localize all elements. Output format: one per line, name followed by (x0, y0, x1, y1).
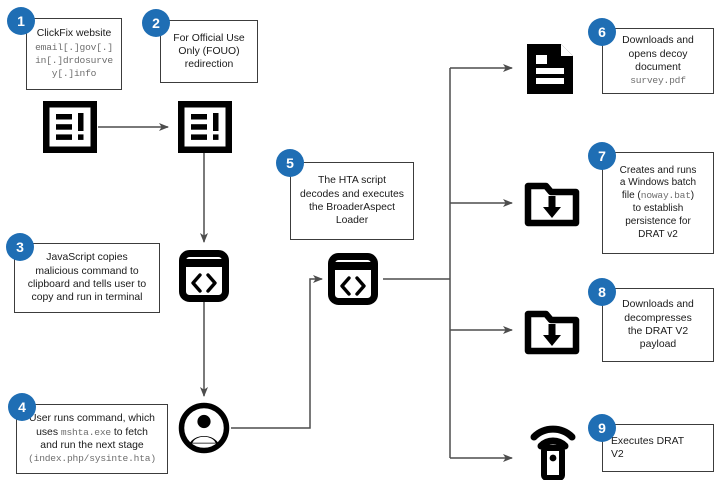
step-8-line-4: payload (639, 339, 677, 351)
step-3-badge: 3 (7, 234, 33, 260)
step-3-note: JavaScript copies malicious command to c… (14, 243, 160, 313)
code-icon-hta-loader (328, 253, 378, 305)
document-icon (521, 40, 579, 98)
step-7-badge: 7 (589, 143, 615, 169)
step-4-line-3: and run the next stage (40, 440, 144, 451)
folder-download-icon-batch (524, 177, 580, 229)
folder-download-icon-payload (524, 305, 580, 357)
step-2-badge: 2 (143, 10, 169, 36)
step-8-line-1: Downloads and (622, 299, 694, 311)
step-4-url-code: (index.php/sysinte.hta) (28, 453, 156, 465)
step-3-line-1: JavaScript copies (46, 252, 128, 264)
step-4-line-2-post: to fetch (110, 426, 148, 438)
step-4-line-1: User runs command, which (29, 413, 155, 425)
step-9-line-1: Executes DRAT (611, 435, 685, 447)
step-6-file-code: survey.pdf (630, 75, 686, 87)
browser-alert-icon (43, 101, 97, 153)
step-5-line-3: the BroaderAspect (308, 202, 396, 213)
step-1-code-line-2: in[.]drdosurve (35, 55, 113, 66)
step-7-line-1: Creates and runs (619, 164, 697, 176)
step-7-line-5: persistence for (625, 215, 691, 227)
step-5-line-1: The HTA script (318, 175, 386, 187)
step-6-line-2: opens decoy (628, 48, 688, 60)
step-7-line-2: a Windows batch (619, 177, 697, 189)
step-1-code-line-3: y[.]info (51, 68, 97, 80)
step-9-line-2: V2 (611, 449, 624, 460)
step-6-line-3: document (635, 62, 681, 73)
step-4-note: User runs command, which uses mshta.exe … (16, 404, 168, 474)
step-6-badge: 6 (589, 19, 615, 45)
step-5-note: The HTA script decodes and executes the … (290, 162, 414, 240)
step-2-line-3: redirection (184, 59, 234, 71)
step-3-line-2: malicious command to (35, 265, 139, 277)
step-4-line-2-pre: uses (36, 426, 61, 438)
step-7-line-4: to establish (632, 203, 684, 214)
user-icon (177, 401, 231, 455)
step-4-mshta-code: mshta.exe (60, 426, 111, 438)
step-1-code-line-1: email[.]gov[.] (35, 41, 113, 53)
step-1-note: ClickFix website email[.]gov[.] in[.]drd… (26, 18, 122, 90)
step-5-badge: 5 (277, 150, 303, 176)
step-6-note: Downloads and opens decoy document surve… (602, 28, 714, 94)
code-icon-javascript (179, 250, 229, 302)
step-7-line-3-pre: file ( (621, 190, 641, 202)
step-3-line-3: clipboard and tells user to (27, 279, 147, 290)
step-5-line-4: Loader (335, 215, 369, 227)
browser-alert-icon-redirect (178, 101, 232, 153)
step-1-heading: ClickFix website (36, 28, 112, 40)
step-2-note: For Official Use Only (FOUO) redirection (160, 20, 258, 83)
step-7-line-6: DRAT v2 (638, 228, 678, 240)
step-2-line-1: For Official Use (173, 32, 245, 44)
step-6-line-1: Downloads and (622, 35, 694, 47)
step-7-note: Creates and runs a Windows batch file (n… (602, 152, 714, 254)
remote-beacon-icon (524, 418, 582, 480)
step-4-badge: 4 (9, 394, 35, 420)
step-2-line-2: Only (FOUO) (178, 45, 240, 57)
step-8-line-3: the DRAT V2 (627, 326, 689, 337)
step-8-note: Downloads and decompresses the DRAT V2 p… (602, 288, 714, 362)
step-8-line-2: decompresses (624, 312, 692, 324)
step-3-line-4: copy and run in terminal (31, 292, 143, 304)
step-7-bat-code: noway.bat (640, 190, 691, 202)
step-9-note: Executes DRAT V2 (602, 424, 714, 472)
step-9-badge: 9 (589, 415, 615, 441)
step-8-badge: 8 (589, 279, 615, 305)
step-7-line-3-post: ) (690, 190, 695, 202)
step-1-badge: 1 (8, 8, 34, 34)
step-5-line-2: decodes and executes (300, 188, 404, 200)
